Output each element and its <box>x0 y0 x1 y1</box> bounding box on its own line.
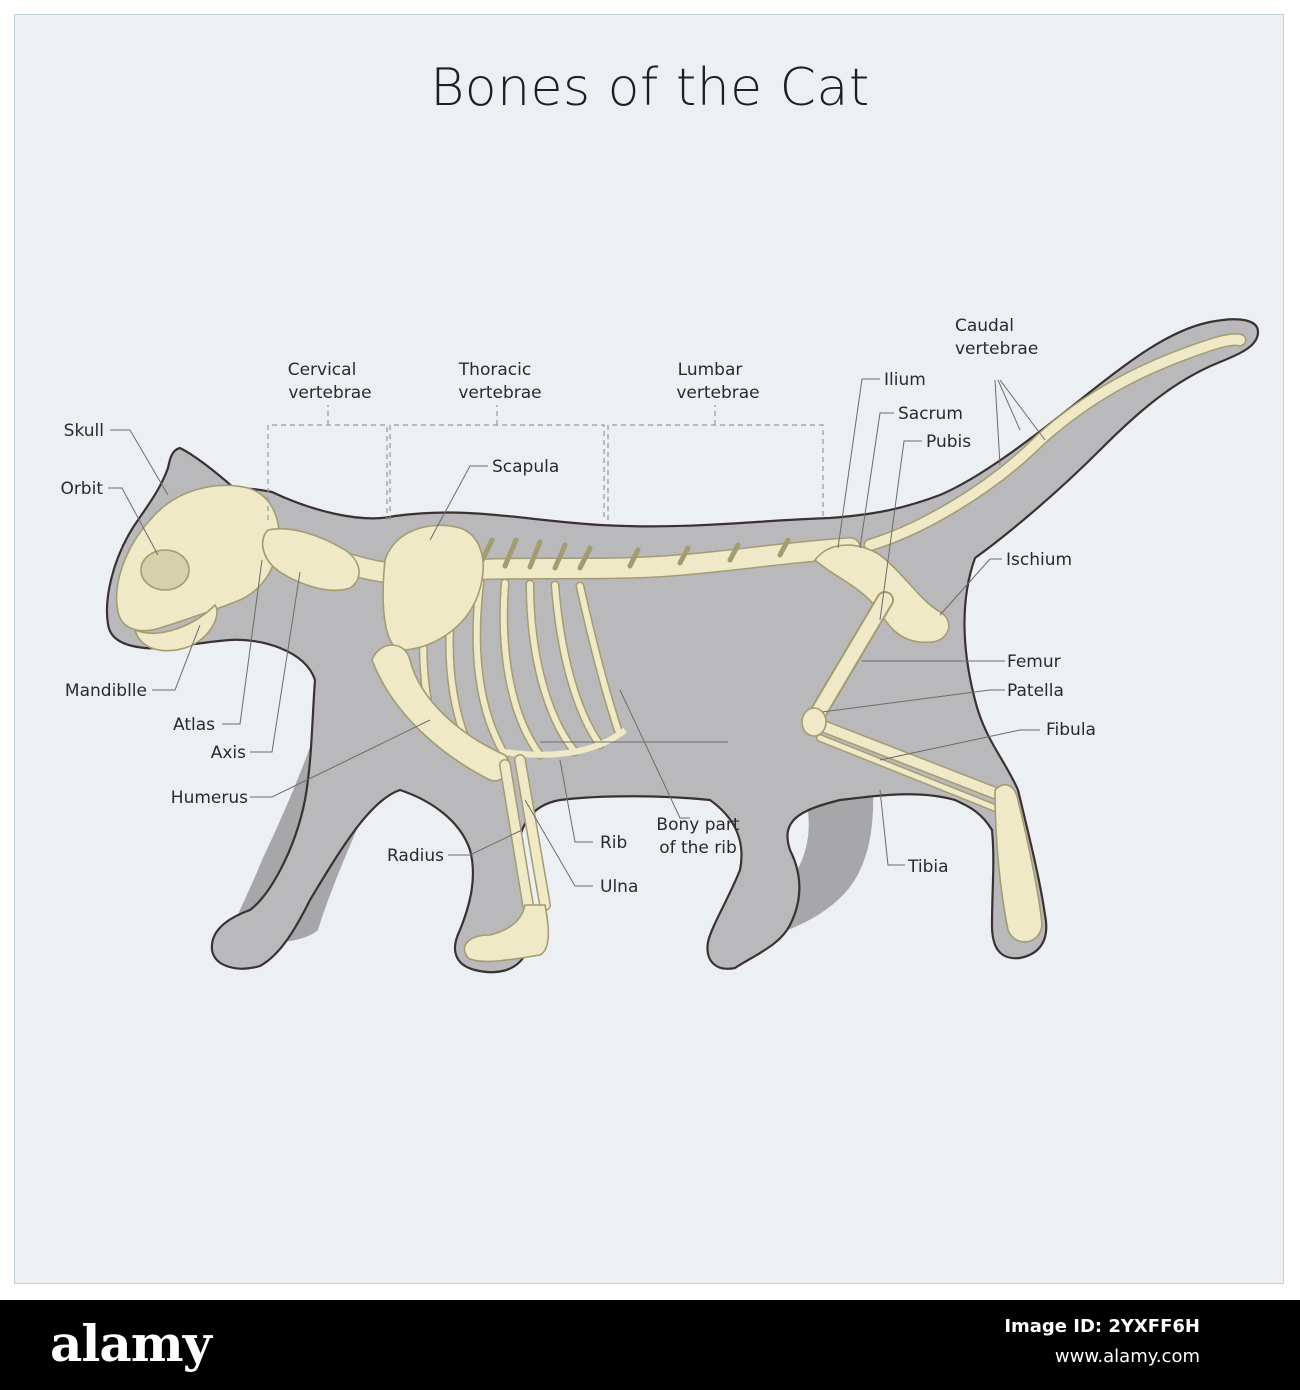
footer-bar: alamy Image ID: 2YXFF6H www.alamy.com <box>0 1300 1300 1390</box>
label-cervical-1: Cervical <box>288 360 357 380</box>
label-caudal-2: vertebrae <box>955 339 1038 359</box>
skeleton <box>115 333 1247 963</box>
label-ulna: Ulna <box>600 877 638 897</box>
cat-skeleton-diagram: Skull Orbit Mandiblle Atlas Axis Humerus… <box>60 316 1260 974</box>
leader-lines <box>108 378 1046 887</box>
label-atlas: Atlas <box>173 715 215 735</box>
label-ilium: Ilium <box>884 370 926 390</box>
labels: Skull Orbit Mandiblle Atlas Axis Humerus… <box>60 316 1096 897</box>
label-skull: Skull <box>64 421 104 441</box>
label-lumbar-1: Lumbar <box>678 360 743 380</box>
label-pubis: Pubis <box>926 432 971 452</box>
label-mandible: Mandiblle <box>65 681 147 701</box>
label-bony-part-2: of the rib <box>659 838 737 858</box>
label-rib: Rib <box>600 833 627 853</box>
label-thoracic-2: vertebrae <box>458 383 541 403</box>
label-axis: Axis <box>211 743 246 763</box>
vertebrae-brackets <box>267 405 824 520</box>
label-radius: Radius <box>387 846 444 866</box>
diagram-title: Bones of the Cat <box>430 58 870 118</box>
label-fibula: Fibula <box>1046 720 1096 740</box>
label-tibia: Tibia <box>907 857 949 877</box>
label-bony-part-1: Bony part <box>656 815 740 835</box>
label-orbit: Orbit <box>60 479 103 499</box>
label-humerus: Humerus <box>171 788 248 808</box>
footer-url[interactable]: www.alamy.com <box>1054 1346 1200 1367</box>
label-patella: Patella <box>1007 681 1064 701</box>
footer-image-id: Image ID: 2YXFF6H <box>1004 1316 1200 1337</box>
label-caudal-1: Caudal <box>955 316 1014 336</box>
cat-body <box>105 318 1260 974</box>
footer-logo[interactable]: alamy <box>50 1314 212 1373</box>
label-cervical-2: vertebrae <box>288 383 371 403</box>
label-femur: Femur <box>1007 652 1061 672</box>
label-ischium: Ischium <box>1006 550 1072 570</box>
label-thoracic-1: Thoracic <box>458 360 531 380</box>
label-scapula: Scapula <box>492 457 559 477</box>
label-lumbar-2: vertebrae <box>676 383 759 403</box>
label-sacrum: Sacrum <box>898 404 963 424</box>
